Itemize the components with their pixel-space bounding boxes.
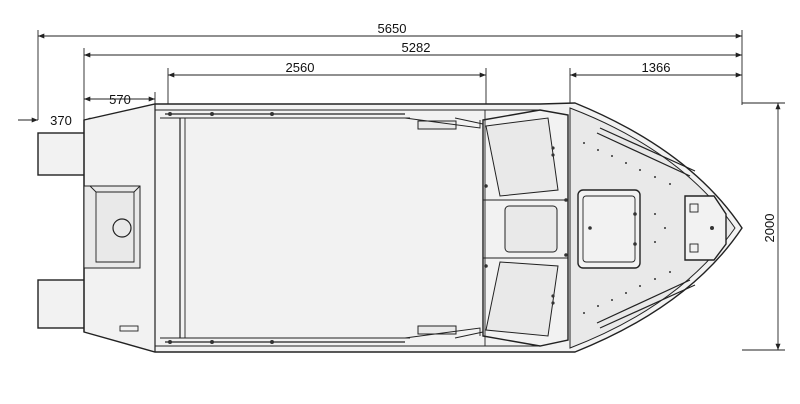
dimension-bow-deck-length: 1366 — [569, 60, 742, 105]
bow-hatch — [577, 189, 641, 269]
dimension-transom-step: 570 — [84, 92, 156, 112]
dimension-hull-length: 5282 — [83, 40, 742, 120]
dim-label-outboard-bracket: 370 — [50, 113, 72, 128]
bow-cleat-plate — [684, 195, 727, 261]
dim-label-transom-step: 570 — [109, 92, 131, 107]
windshield-port — [485, 117, 559, 197]
dimension-overall-length: 5650 — [37, 21, 743, 120]
bow-deck — [569, 107, 736, 349]
dim-label-bow-deck-length: 1366 — [642, 60, 671, 75]
dim-label-hull-length: 5282 — [402, 40, 431, 55]
console-panel — [504, 205, 558, 253]
windshield-starboard — [485, 261, 559, 337]
side-walls — [454, 110, 486, 346]
stern-box — [83, 185, 141, 332]
outboard-bracket — [37, 132, 89, 329]
dim-label-cockpit-length: 2560 — [286, 60, 315, 75]
deck-rivets — [583, 142, 671, 314]
drain-hole-icon — [112, 218, 132, 238]
dim-label-overall-beam: 2000 — [762, 214, 777, 243]
console-assembly — [482, 109, 569, 347]
dim-label-overall-length: 5650 — [378, 21, 407, 36]
dimension-overall-beam: 2000 — [742, 102, 785, 351]
